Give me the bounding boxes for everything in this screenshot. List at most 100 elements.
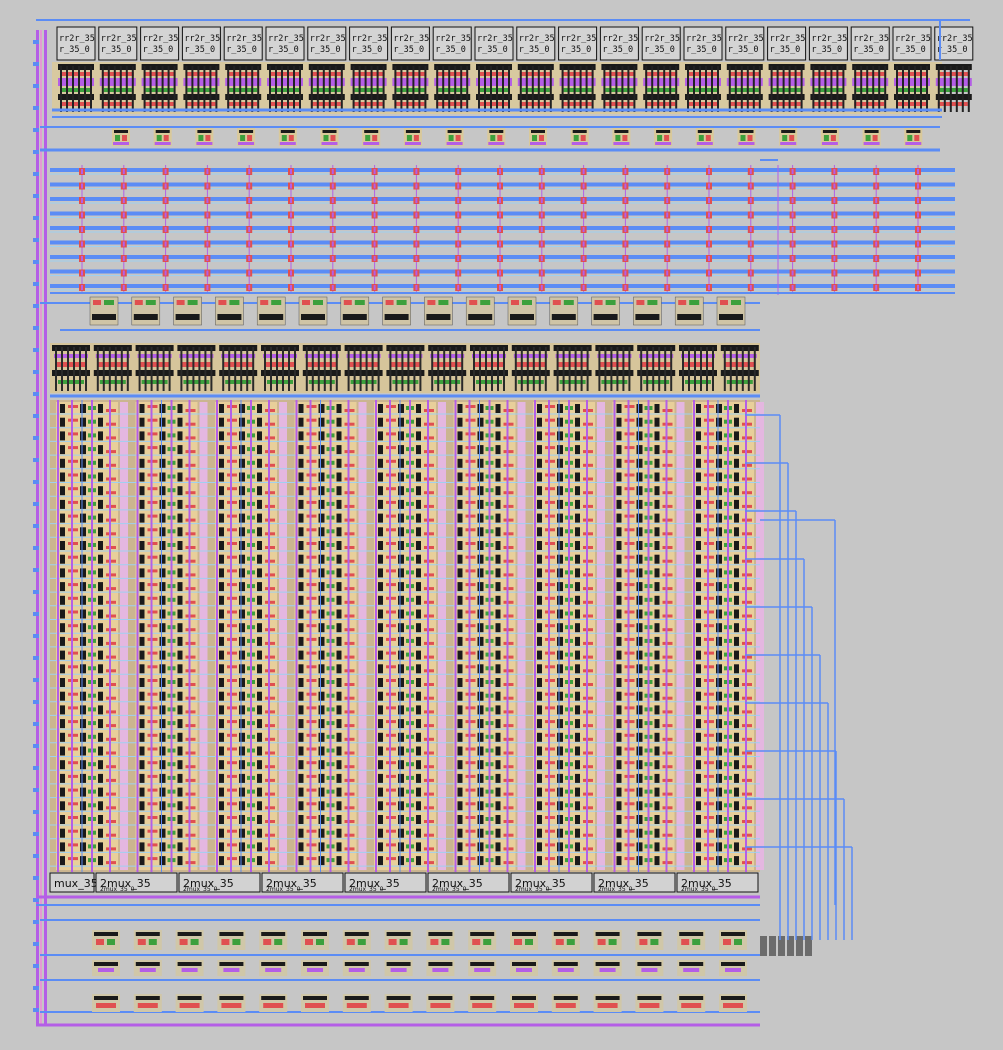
sense-diff [601, 380, 628, 384]
bitcell-contact-3 [257, 404, 262, 413]
buffer-poly [137, 939, 146, 945]
buffer-poly-2 [388, 1003, 409, 1008]
bitcell-contact-2 [239, 760, 245, 770]
bitcell-contact-2 [636, 787, 643, 797]
bitcell-contact [219, 527, 224, 537]
bitcell-contact-3 [98, 609, 103, 619]
latch-diff [647, 300, 658, 305]
buffer-contact-2 [637, 962, 662, 966]
bitcell-contact [298, 513, 304, 523]
bitcell-contact-3 [336, 842, 342, 852]
bitcell-contact [298, 828, 304, 838]
bitcell-contact [139, 595, 145, 605]
bitcell-contact-2 [159, 486, 166, 496]
reg-finger [758, 66, 761, 112]
buffer-contact-2 [679, 962, 704, 966]
driver-contact [114, 130, 128, 133]
grid-via-core [499, 270, 501, 276]
sense-finger [628, 347, 631, 391]
bitcell-contact-2 [80, 445, 86, 455]
reg-finger [830, 66, 833, 112]
reg-metal2 [643, 78, 680, 86]
bitcell-contact-2 [80, 431, 86, 441]
reg-poly [101, 72, 134, 76]
reg-finger [400, 66, 403, 112]
reg-finger [502, 66, 504, 112]
bitcell-contact-3 [575, 678, 580, 687]
grid-via-core [457, 241, 460, 247]
bitcell-contact-2 [716, 472, 722, 482]
bitcell-contact-3 [98, 678, 103, 687]
reg-poly [185, 72, 218, 76]
bitcell-contact [616, 746, 622, 756]
bitcell-contact-2 [636, 636, 643, 646]
mux-box [49, 872, 95, 893]
bitcell-contact-3 [336, 636, 342, 646]
bitcell-contact [616, 691, 622, 701]
grid-via-core [373, 256, 376, 261]
bitcell-contact [378, 815, 383, 824]
reg-finger [615, 66, 618, 112]
bitcell-contact-2 [159, 746, 166, 756]
buffer-poly-2 [514, 1003, 534, 1008]
grid-via-core [457, 285, 460, 290]
bitcell-contact [219, 856, 224, 866]
top-cell-box [683, 26, 723, 61]
top-cell-label-2: r_35_0 [101, 45, 132, 55]
grid-via-core [81, 198, 83, 203]
grid-via-core [917, 270, 919, 276]
bitcell-contact-2 [239, 527, 245, 537]
bitcell-contact [457, 541, 463, 550]
reg-finger [197, 66, 200, 112]
bitcell-contact-2 [398, 623, 404, 633]
sense-m2 [722, 354, 757, 358]
bitcell-contact-3 [336, 486, 342, 496]
sense-finger [610, 347, 613, 391]
bitcell-contact [696, 815, 701, 824]
reg-contact [935, 64, 972, 70]
reg-finger [860, 66, 863, 112]
bitcell-contact-3 [495, 472, 501, 482]
bitcell-contact-2 [636, 554, 643, 564]
bitcell-contact-3 [734, 664, 739, 674]
grid-via-core [206, 169, 209, 174]
bitcell-contact [60, 705, 65, 715]
buffer-poly [96, 939, 104, 945]
buffer-contact-3 [177, 996, 202, 1000]
driver-poly [247, 135, 253, 141]
bitcell-contact-2 [636, 705, 643, 715]
sense-poly [474, 362, 504, 367]
grid-via-core [331, 183, 334, 189]
top-cell-box [223, 26, 263, 61]
reg-finger [687, 66, 689, 112]
grid-via-core [708, 241, 710, 247]
bitcell-contact-3 [575, 828, 580, 838]
bitcell-contact [378, 513, 383, 523]
grid-via-core [164, 285, 167, 290]
bitcell-contact-2 [557, 568, 563, 578]
grid-via-core [875, 212, 878, 218]
bitcell-contact-3 [98, 472, 103, 482]
bitcell-contact-2 [239, 568, 245, 578]
grid-via-core [373, 212, 376, 218]
bitcell-contact-2 [716, 773, 722, 783]
reg-poly [896, 72, 928, 76]
driver-m2 [613, 142, 630, 145]
bitcell-contact-2 [398, 499, 404, 509]
bitcell-contact-2 [80, 527, 86, 537]
reg-finger [394, 66, 397, 112]
bitcell-contact-2 [80, 705, 86, 715]
bitcell-contact-2 [636, 458, 643, 468]
grid-via-core [917, 256, 919, 261]
driver-poly [872, 135, 878, 141]
buffer-poly-2 [430, 1003, 451, 1008]
bitcell-contact [378, 664, 383, 674]
reg-poly-2 [896, 102, 926, 106]
bitcell-contact-3 [575, 623, 580, 633]
driver-diff [323, 135, 329, 141]
mux-box [95, 872, 178, 893]
sense-contact [553, 345, 592, 351]
bitcell-contact-2 [398, 472, 404, 482]
bitcell-contact-2 [80, 513, 86, 523]
bitcell-contact-2 [239, 815, 245, 824]
